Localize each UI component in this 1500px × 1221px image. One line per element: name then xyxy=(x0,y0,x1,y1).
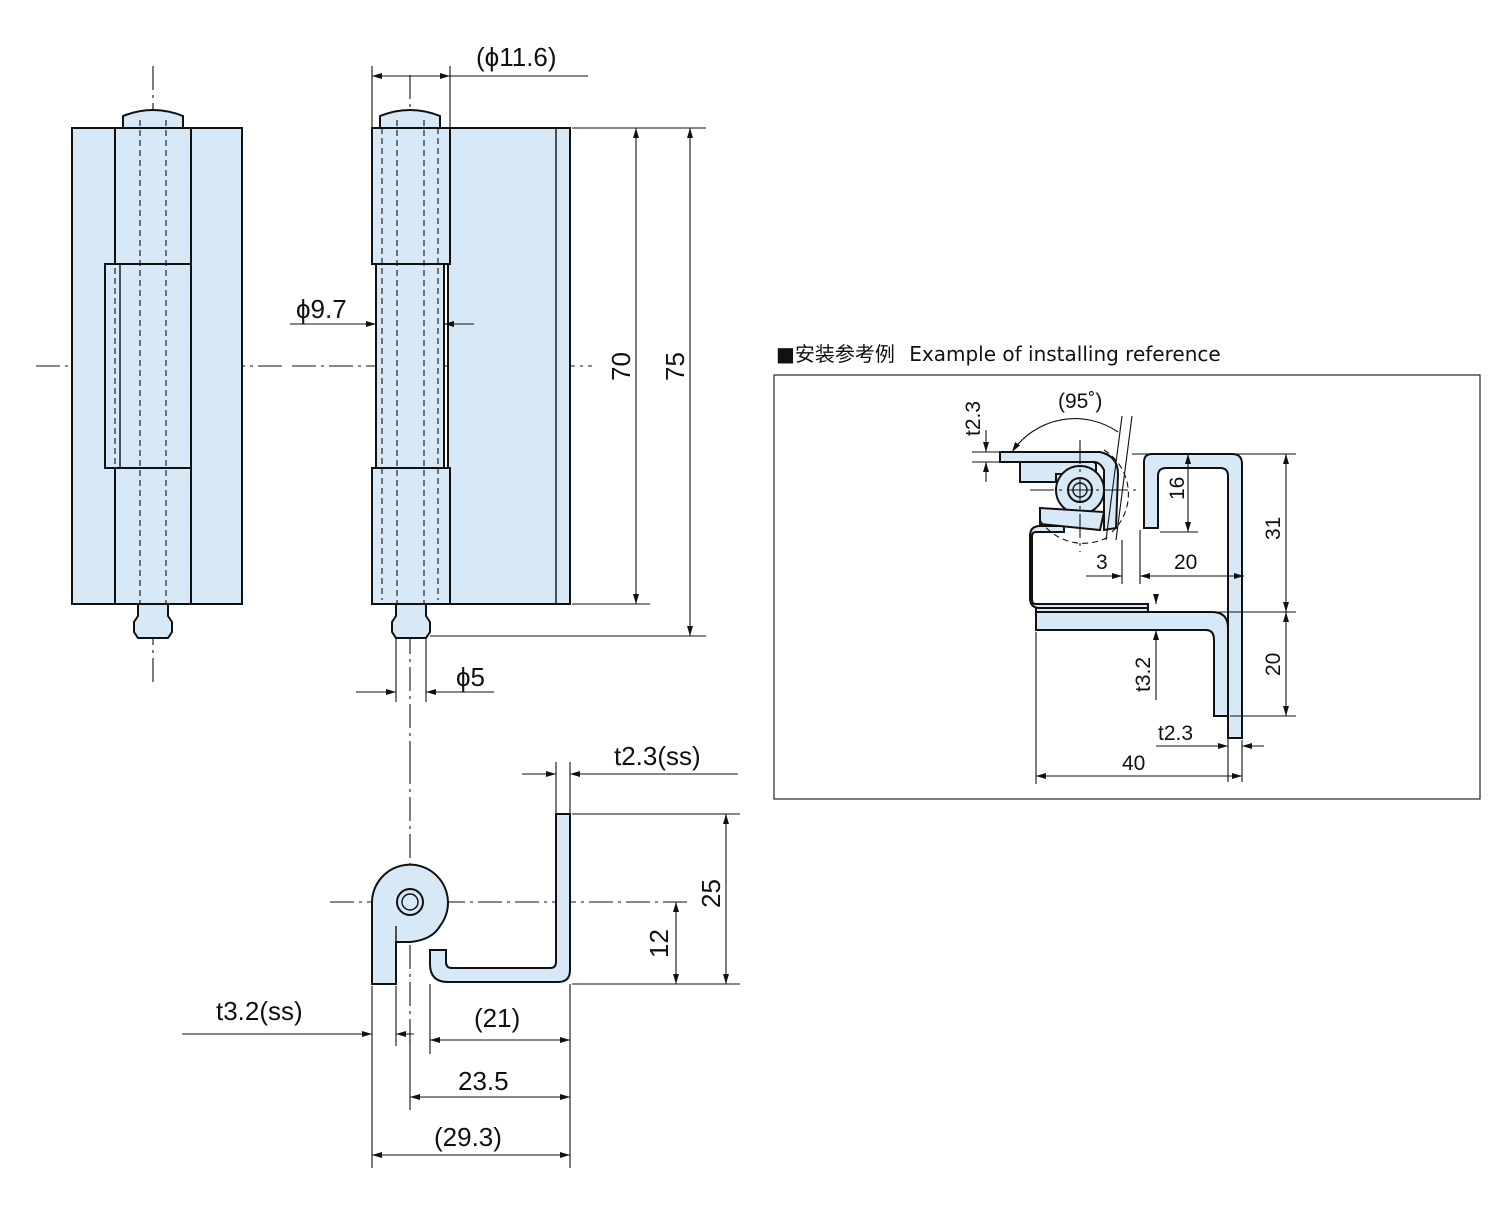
dim-width-21: (21) xyxy=(474,1003,520,1033)
section-view xyxy=(330,760,690,1046)
front-view xyxy=(292,75,592,760)
ref-dim-31: 31 xyxy=(1262,517,1285,540)
ref-dim-angle: (95˚) xyxy=(1058,390,1102,413)
dim-height-25: 25 xyxy=(696,879,726,908)
dim-outer-diameter: (ϕ11.6) xyxy=(476,42,557,72)
section-view-dimensions: t2.3(ss) 25 12 t3.2(ss) (21) 23.5 (29.3) xyxy=(182,741,740,1168)
dim-height-70: 70 xyxy=(606,352,636,381)
reference-title-cn: ■安装参考例 xyxy=(776,342,895,366)
dim-pin-diameter: ϕ5 xyxy=(456,662,485,692)
ref-dim-t2-3-top: t2.3 xyxy=(962,401,985,436)
ref-dim-40: 40 xyxy=(1122,752,1145,775)
dim-height-12: 12 xyxy=(644,929,674,958)
ref-dim-3: 3 xyxy=(1096,551,1108,574)
ref-dim-t2-3-bottom: t2.3 xyxy=(1158,722,1193,745)
ref-dim-16: 16 xyxy=(1166,477,1189,500)
side-view xyxy=(36,66,282,683)
dim-thickness-top: t2.3(ss) xyxy=(614,741,701,771)
ref-dim-t3-2: t3.2 xyxy=(1132,657,1155,692)
dim-pin-body-diameter: ϕ9.7 xyxy=(296,294,347,324)
reference-frame xyxy=(773,374,1481,800)
dim-width-23-5: 23.5 xyxy=(458,1066,509,1096)
dim-height-75: 75 xyxy=(660,352,690,381)
dim-thickness-left: t3.2(ss) xyxy=(216,996,303,1026)
reference-title-en: Example of installing reference xyxy=(909,342,1220,366)
ref-dim-20-vertical: 20 xyxy=(1262,653,1285,676)
dim-width-29-3: (29.3) xyxy=(434,1122,502,1152)
front-view-dimensions: (ϕ11.6) ϕ9.7 ϕ5 70 75 xyxy=(290,42,706,702)
svg-text:■安装参考例 Example of instal: ■安装参考例 Example of installing reference xyxy=(776,342,1221,366)
installation-reference: ■安装参考例 Example of installing reference t… xyxy=(773,342,1481,800)
ref-dim-20-horizontal: 20 xyxy=(1174,551,1197,574)
